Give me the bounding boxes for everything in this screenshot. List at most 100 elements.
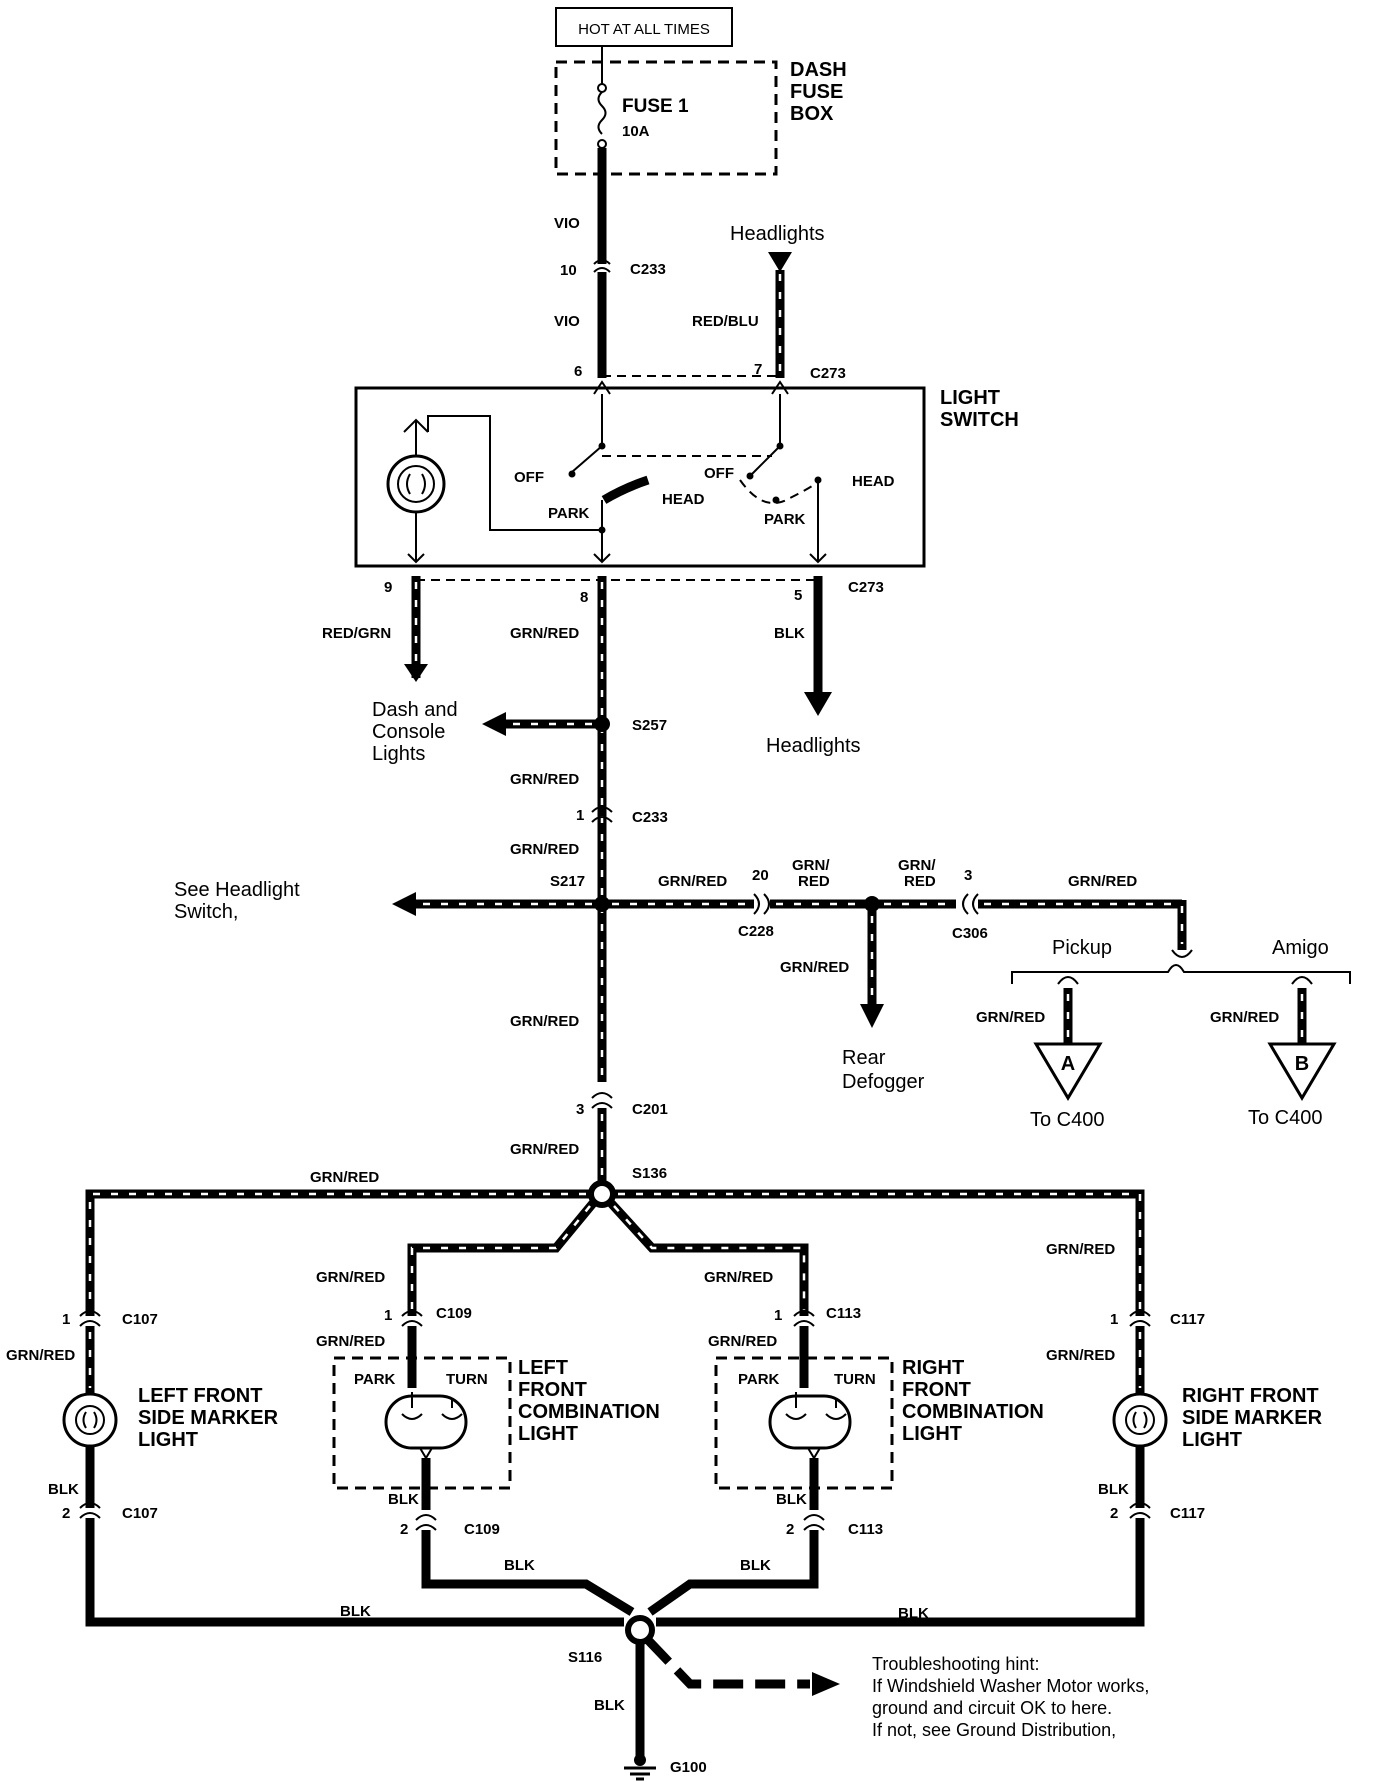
- connector-b-cap: [1291, 976, 1313, 985]
- connector-c233-mid-lower: [591, 816, 613, 823]
- headlights-input-arrow: [768, 252, 792, 272]
- connector-c233-mid: C233: [632, 809, 668, 826]
- switch-left-blade: [571, 445, 603, 473]
- wire-grn-red-left-bus: [85, 1189, 590, 1316]
- right-combo-bulb-icon: [768, 1394, 852, 1450]
- switch-left-off: OFF: [514, 469, 544, 486]
- switch-left-park: PARK: [548, 505, 590, 522]
- switch-left-off-contact: [568, 470, 576, 478]
- connector-c306-b: [972, 893, 979, 915]
- connector-a-label: A: [1061, 1053, 1075, 1075]
- right-combo-label-2: FRONT: [902, 1379, 971, 1401]
- switch-right-head: HEAD: [852, 473, 895, 490]
- headlights-top-label: Headlights: [730, 223, 825, 245]
- connector-a-cap: [1057, 976, 1079, 985]
- wire-label-grn-red-split-2b: RED: [904, 873, 936, 890]
- connector-c233-mid-upper: [591, 806, 613, 813]
- connector-c228-a: [753, 893, 760, 915]
- left-combo-label-2: FRONT: [518, 1379, 587, 1401]
- wire-label-grn-red-right-marker: GRN/RED: [1046, 1347, 1115, 1364]
- connector-c109-bottom-upper: [415, 1514, 437, 1521]
- switch-left-head: HEAD: [662, 491, 705, 508]
- wire-label-grn-red-4: GRN/RED: [510, 1013, 579, 1030]
- left-marker-label-2: SIDE MARKER: [138, 1407, 279, 1429]
- wire-label-blk-left-bus: BLK: [340, 1603, 371, 1620]
- right-marker-label-2: SIDE MARKER: [1182, 1407, 1323, 1429]
- splice-s136: [588, 1180, 616, 1208]
- wire-label-grn-red-left-combo-1: GRN/RED: [316, 1269, 385, 1286]
- connector-c233-top-upper: [593, 259, 611, 265]
- wire-label-grn-red-2: GRN/RED: [510, 771, 579, 788]
- connector-a-triangle: [1033, 1042, 1103, 1101]
- wire-label-grn-red-split-1a: GRN/: [792, 857, 830, 874]
- light-switch-title-2: SWITCH: [940, 409, 1019, 431]
- wire-label-blk-ground: BLK: [594, 1697, 625, 1714]
- left-side-marker-bulb-inner: [75, 1405, 105, 1435]
- connector-c107-bottom-lower: [79, 1512, 101, 1519]
- light-switch-title-1: LIGHT: [940, 387, 1000, 409]
- wire-grn-red-left-bus-stripe: [88, 1192, 586, 1310]
- connector-c306: C306: [952, 925, 988, 942]
- switch-illumination-bulb-icon: [386, 454, 446, 514]
- connector-c117-top-upper: [1129, 1310, 1151, 1317]
- connector-c113-bottom-lower: [803, 1524, 825, 1531]
- pin-7: 7: [754, 361, 762, 378]
- troubleshooting-pointer: [644, 1636, 810, 1689]
- wire-label-grn-red-left-marker: GRN/RED: [6, 1347, 75, 1364]
- connector-c117-bottom-upper: [1129, 1502, 1151, 1509]
- pin-2-c117: 2: [1110, 1505, 1118, 1522]
- pin-10: 10: [560, 262, 577, 279]
- troubleshooting-arrow: [812, 1672, 840, 1696]
- wire-blk-right-combo-return: [647, 1530, 819, 1616]
- switch-bulb-filament: [406, 473, 426, 495]
- pin-1-c233: 1: [576, 807, 584, 824]
- connector-c107-bottom: C107: [122, 1505, 158, 1522]
- pin-1-c107: 1: [62, 1311, 70, 1328]
- splice-s136-label: S136: [632, 1165, 667, 1182]
- splice-s257-label: S257: [632, 717, 667, 734]
- left-side-marker-bulb-icon: [62, 1392, 118, 1448]
- pin-3-c306: 3: [964, 867, 972, 884]
- switch-bulb-feed: [427, 415, 600, 531]
- dash-console-label-1: Dash and: [372, 699, 458, 721]
- switch-bulb-inner: [397, 465, 435, 503]
- connector-c113-bottom: C113: [848, 1521, 883, 1538]
- connector-c273-top: C273: [810, 365, 846, 382]
- connector-b-label: B: [1295, 1053, 1309, 1075]
- wire-label-grn-red-c228: GRN/RED: [658, 873, 727, 890]
- wire-label-blk-right-marker: BLK: [1098, 1481, 1129, 1498]
- see-headlight-arrow: [392, 892, 416, 916]
- hint-line-1: Troubleshooting hint:: [872, 1654, 1039, 1674]
- connector-c113-top-lower: [793, 1320, 815, 1327]
- wire-label-to-a: GRN/RED: [976, 1009, 1045, 1026]
- option-connector-top: [1171, 949, 1193, 958]
- right-combo-label-1: RIGHT: [902, 1357, 964, 1379]
- fuse-box-label-3: BOX: [790, 103, 834, 125]
- left-combo-park: PARK: [354, 1371, 396, 1388]
- switch-right-out-arrow: [809, 553, 827, 564]
- right-marker-label-3: LIGHT: [1182, 1429, 1242, 1451]
- pin-6: 6: [574, 363, 582, 380]
- dash-console-label-3: Lights: [372, 743, 425, 765]
- left-combo-light-box: [332, 1356, 512, 1490]
- rear-defogger-label-1: Rear: [842, 1047, 886, 1069]
- left-combo-turn: TURN: [446, 1371, 488, 1388]
- left-combo-bulb-icon: [384, 1394, 468, 1450]
- left-side-marker-filament: [82, 1411, 98, 1429]
- wire-label-blk-left-marker: BLK: [48, 1481, 79, 1498]
- ground-g100-label: G100: [670, 1759, 707, 1776]
- wire-label-grn-red-5: GRN/RED: [510, 1141, 579, 1158]
- hot-label: HOT AT ALL TIMES: [578, 21, 710, 38]
- left-combo-label-3: COMBINATION: [518, 1401, 660, 1423]
- connector-c233-top-lower: [593, 267, 611, 273]
- wire-blk-left-return: [85, 1518, 624, 1627]
- wire-label-blk-headlights: BLK: [774, 625, 805, 642]
- switch-left-park-contact: [598, 526, 606, 534]
- connector-c117-bottom-lower: [1129, 1512, 1151, 1519]
- left-marker-label-3: LIGHT: [138, 1429, 198, 1451]
- right-combo-light-box: [714, 1356, 894, 1490]
- connector-b-triangle: [1267, 1042, 1337, 1101]
- right-combo-label-3: COMBINATION: [902, 1401, 1044, 1423]
- pin-2-c109: 2: [400, 1521, 408, 1538]
- pin-1-c117: 1: [1110, 1311, 1118, 1328]
